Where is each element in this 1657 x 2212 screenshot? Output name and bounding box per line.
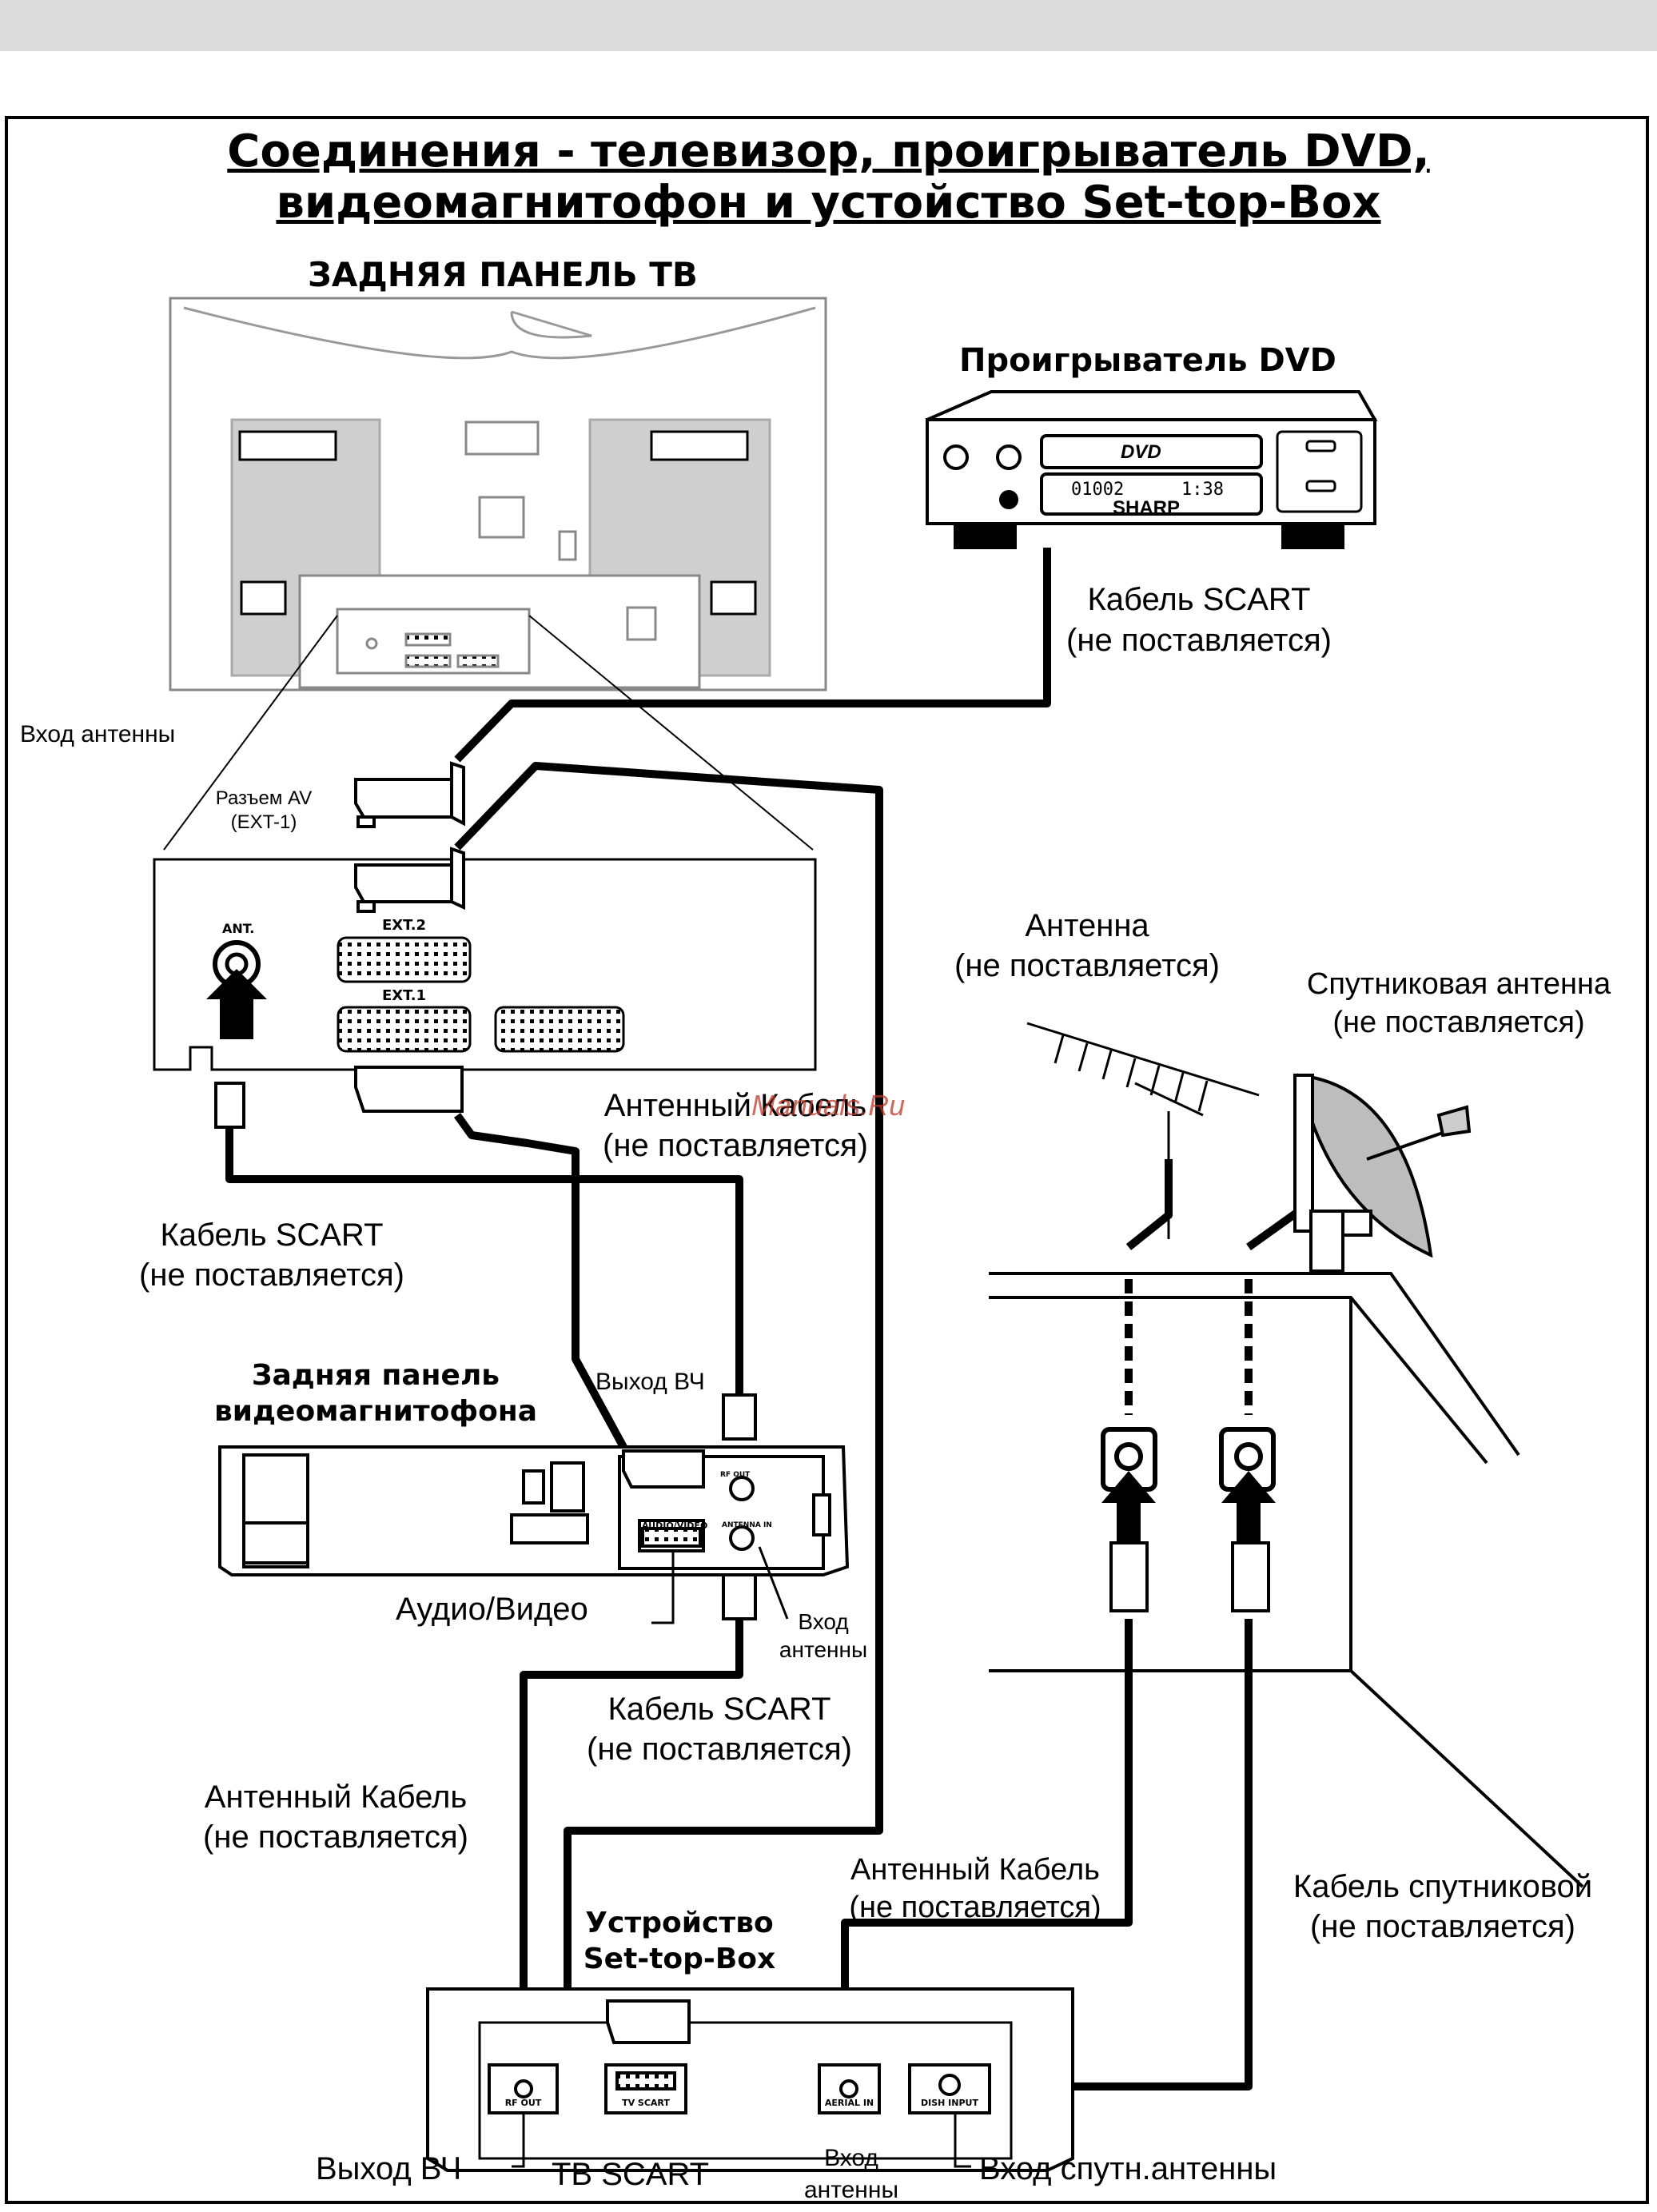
- stb-dish-in-label: Вход спутн.антенны: [979, 2151, 1277, 2186]
- vcr-ant-cable-label: Антенный Кабель: [204, 1780, 468, 1815]
- top-gray-bar: [0, 0, 1657, 51]
- scart-plug-1: [354, 761, 465, 828]
- vcr-port-rf: RF OUT: [720, 1471, 751, 1479]
- stb-port-dish-input: DISH INPUT: [921, 2098, 978, 2108]
- tv-av-socket-label: Разъем AV: [215, 787, 313, 809]
- set-top-box: [426, 1987, 1074, 2172]
- wall-sockets: [1101, 1427, 1276, 1492]
- stb-leaders: [512, 2113, 971, 2168]
- dvd-display-left: 01002: [1071, 480, 1125, 500]
- stb-ant-cable-label: Антенный Кабель: [850, 1853, 1100, 1887]
- stb-ant-cable-note: (не поставляется): [849, 1891, 1101, 1924]
- dvd-player: [926, 390, 1378, 549]
- tv-av-socket-sub: (EXT-1): [230, 811, 297, 833]
- scart-plug-2: [354, 847, 465, 913]
- watermark: Manuals.Ru: [751, 1089, 906, 1122]
- scart-left-label: Кабель SCART: [160, 1218, 384, 1253]
- stb-port-aerial-in: AERIAL IN: [824, 2098, 874, 2108]
- building: [989, 1272, 1584, 1888]
- scart-plug-3: [354, 1066, 464, 1113]
- page-title-line2: видеомагнитофон и устойство Set-top-Box: [276, 177, 1381, 229]
- sat-cable-note: (не поставляется): [1310, 1909, 1575, 1944]
- dvd-display-right: 1:38: [1181, 480, 1224, 500]
- roof-dashed-cables: [1125, 1279, 1253, 1415]
- sat-antenna-label: Спутниковая антенна: [1306, 967, 1611, 1001]
- stb-rf-out-label: Выход ВЧ: [316, 2151, 462, 2186]
- ant-up-arrow: [206, 969, 267, 1039]
- socket-arrow-left: [1101, 1471, 1156, 1543]
- page-frame: [5, 116, 1649, 2204]
- antenna-label: Антенна: [1025, 908, 1149, 943]
- vcr-ant-cable-note: (не поставляется): [203, 1819, 468, 1855]
- vcr-port-ant: ANTENNA IN: [722, 1521, 772, 1529]
- stb-heading-line1: Устройство: [585, 1907, 774, 1939]
- stb-tv-scart-label: ТВ SCART: [552, 2157, 710, 2192]
- dvd-heading: Проигрыватель DVD: [959, 342, 1336, 379]
- stb-antenna-in-line2: антенны: [803, 2177, 899, 2203]
- cables: [225, 548, 1303, 2090]
- stb-port-tv-scart: TV SCART: [622, 2098, 670, 2108]
- vcr-scart-note: (не поставляется): [587, 1732, 852, 1767]
- ant-cable-1-note: (не поставляется): [603, 1128, 868, 1163]
- stb-antenna-in-line1: Вход: [824, 2145, 878, 2171]
- sat-cable-label: Кабель спутниковой: [1293, 1869, 1593, 1904]
- dvd-logo: DVD: [1121, 441, 1161, 463]
- stb-port-rf-out: RF OUT: [504, 2098, 542, 2108]
- stb-scart-plug: [606, 1999, 691, 2044]
- scart-left-note: (не поставляется): [139, 1257, 404, 1293]
- stb-heading-line2: Set-top-Box: [583, 1943, 776, 1975]
- vcr-antenna-in-line1: Вход: [798, 1609, 849, 1634]
- vcr-audio-video-label: Аудио/Видео: [396, 1592, 588, 1627]
- tv-port-ant: ANT.: [222, 921, 255, 936]
- vcr-heading-line1: Задняя панель: [251, 1359, 500, 1392]
- sat-antenna-note: (не поставляется): [1332, 1006, 1585, 1039]
- dvd-cable-note: (не поставляется): [1066, 623, 1332, 658]
- tv-back-panel: [163, 297, 827, 851]
- vcr-rf-out-label: Выход ВЧ: [595, 1369, 705, 1395]
- ant-in-leader: [758, 1546, 789, 1620]
- tv-antenna: [1026, 1022, 1260, 1239]
- tv-antenna-input-label: Вход антенны: [20, 721, 176, 747]
- vcr-back-panel: [218, 1445, 850, 1576]
- tv-port-ext2: EXT.2: [382, 917, 427, 934]
- dvd-cable-label: Кабель SCART: [1087, 582, 1311, 617]
- tv-heading: ЗАДНЯЯ ПАНЕЛЬ ТВ: [308, 255, 698, 294]
- vcr-port-av: AUDIO/VIDEO: [642, 1521, 708, 1531]
- vcr-scart-plug: [622, 1449, 705, 1489]
- av-leader: [651, 1551, 675, 1624]
- tv-connector-panel: [153, 858, 817, 1071]
- vcr-antenna-in-line2: антенны: [779, 1637, 868, 1662]
- satellite-dish: [1293, 1073, 1472, 1273]
- vcr-heading-line2: видеомагнитофона: [213, 1395, 538, 1428]
- dvd-brand: SHARP: [1113, 497, 1181, 519]
- ant-cable-1-label: Антенный Кабель: [603, 1088, 867, 1123]
- tv-port-ext1: EXT.1: [382, 987, 427, 1004]
- page-title-line1: Соединения - телевизор, проигрыватель DV…: [227, 126, 1430, 177]
- antenna-note: (не поставляется): [954, 948, 1220, 983]
- socket-arrow-right: [1221, 1471, 1276, 1543]
- vcr-scart-label: Кабель SCART: [607, 1692, 831, 1727]
